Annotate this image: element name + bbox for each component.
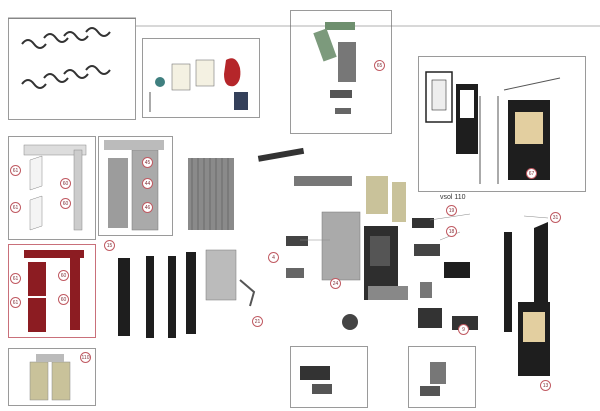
frame-hooks — [8, 18, 136, 120]
callout-9[interactable]: 9 — [458, 324, 469, 335]
callout-31[interactable]: 31 — [550, 212, 561, 223]
callout-60b[interactable]: 60 — [60, 198, 71, 209]
callout-65[interactable]: 65 — [374, 60, 385, 71]
model-label: vsol 110 — [440, 194, 466, 201]
callout-18[interactable]: 18 — [446, 226, 457, 237]
callout-60a[interactable]: 60 — [60, 178, 71, 189]
frame-side-panels-red — [8, 244, 96, 338]
callout-21[interactable]: 21 — [252, 316, 263, 327]
callout-61a[interactable]: 61 — [10, 165, 21, 176]
callout-19[interactable]: 19 — [446, 205, 457, 216]
callout-61d[interactable]: 61 — [10, 297, 21, 308]
door-assembly — [425, 71, 561, 184]
callout-46[interactable]: 46 — [142, 202, 153, 213]
callout-4[interactable]: 4 — [268, 252, 279, 263]
callout-24[interactable]: 24 — [330, 278, 341, 289]
callout-44[interactable]: 44 — [142, 178, 153, 189]
callout-110[interactable]: 110 — [80, 352, 91, 363]
callout-15[interactable]: 15 — [104, 240, 115, 251]
callout-60d[interactable]: 60 — [58, 294, 69, 305]
side-panels-white — [23, 144, 87, 231]
hooks-group — [21, 27, 111, 89]
callout-61b[interactable]: 61 — [10, 202, 21, 213]
callout-61c[interactable]: 61 — [10, 273, 21, 284]
callout-60c[interactable]: 60 — [58, 270, 69, 281]
side-panels-red — [24, 250, 84, 332]
top-assembly-parts — [313, 22, 356, 114]
callout-67[interactable]: 67 — [526, 168, 537, 179]
callout-45[interactable]: 45 — [142, 157, 153, 168]
callout-13[interactable]: 13 — [540, 380, 551, 391]
